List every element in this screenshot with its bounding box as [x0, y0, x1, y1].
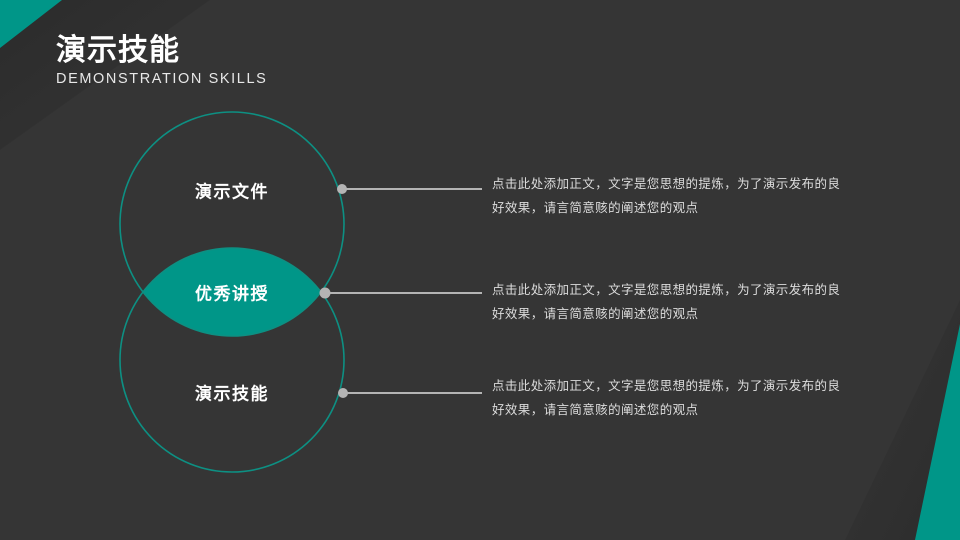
body-text-3: 点击此处添加正文，文字是您思想的提炼，为了演示发布的良好效果，请言简意赅的阐述您…: [492, 379, 841, 418]
accent-wedge-bottom-right: [915, 324, 960, 540]
venn-overlap-lens: [120, 248, 344, 336]
venn-label-bottom: 演示技能: [195, 384, 269, 404]
venn-circle-bottom: [119, 247, 345, 473]
page-subtitle: DEMONSTRATION SKILLS: [56, 70, 268, 87]
body-text-1: 点击此处添加正文，文字是您思想的提炼，为了演示发布的良好效果，请言简意赅的阐述您…: [492, 177, 841, 216]
page-title: 演示技能: [56, 34, 180, 67]
slide-header: 演示技能 DEMONSTRATION SKILLS: [56, 34, 267, 87]
connector-dot-2: [319, 287, 331, 299]
connector-dot-3: [338, 388, 348, 398]
venn-label-overlap: 优秀讲授: [195, 284, 269, 304]
venn-label-top: 演示文件: [195, 182, 269, 202]
body-text-2: 点击此处添加正文，文字是您思想的提炼，为了演示发布的良好效果，请言简意赅的阐述您…: [492, 283, 841, 322]
corner-shade-top-left: [0, 0, 210, 150]
venn-circle-top: [119, 111, 345, 337]
connector-dot-1: [337, 184, 347, 194]
accent-triangle-top-left: [0, 0, 62, 48]
